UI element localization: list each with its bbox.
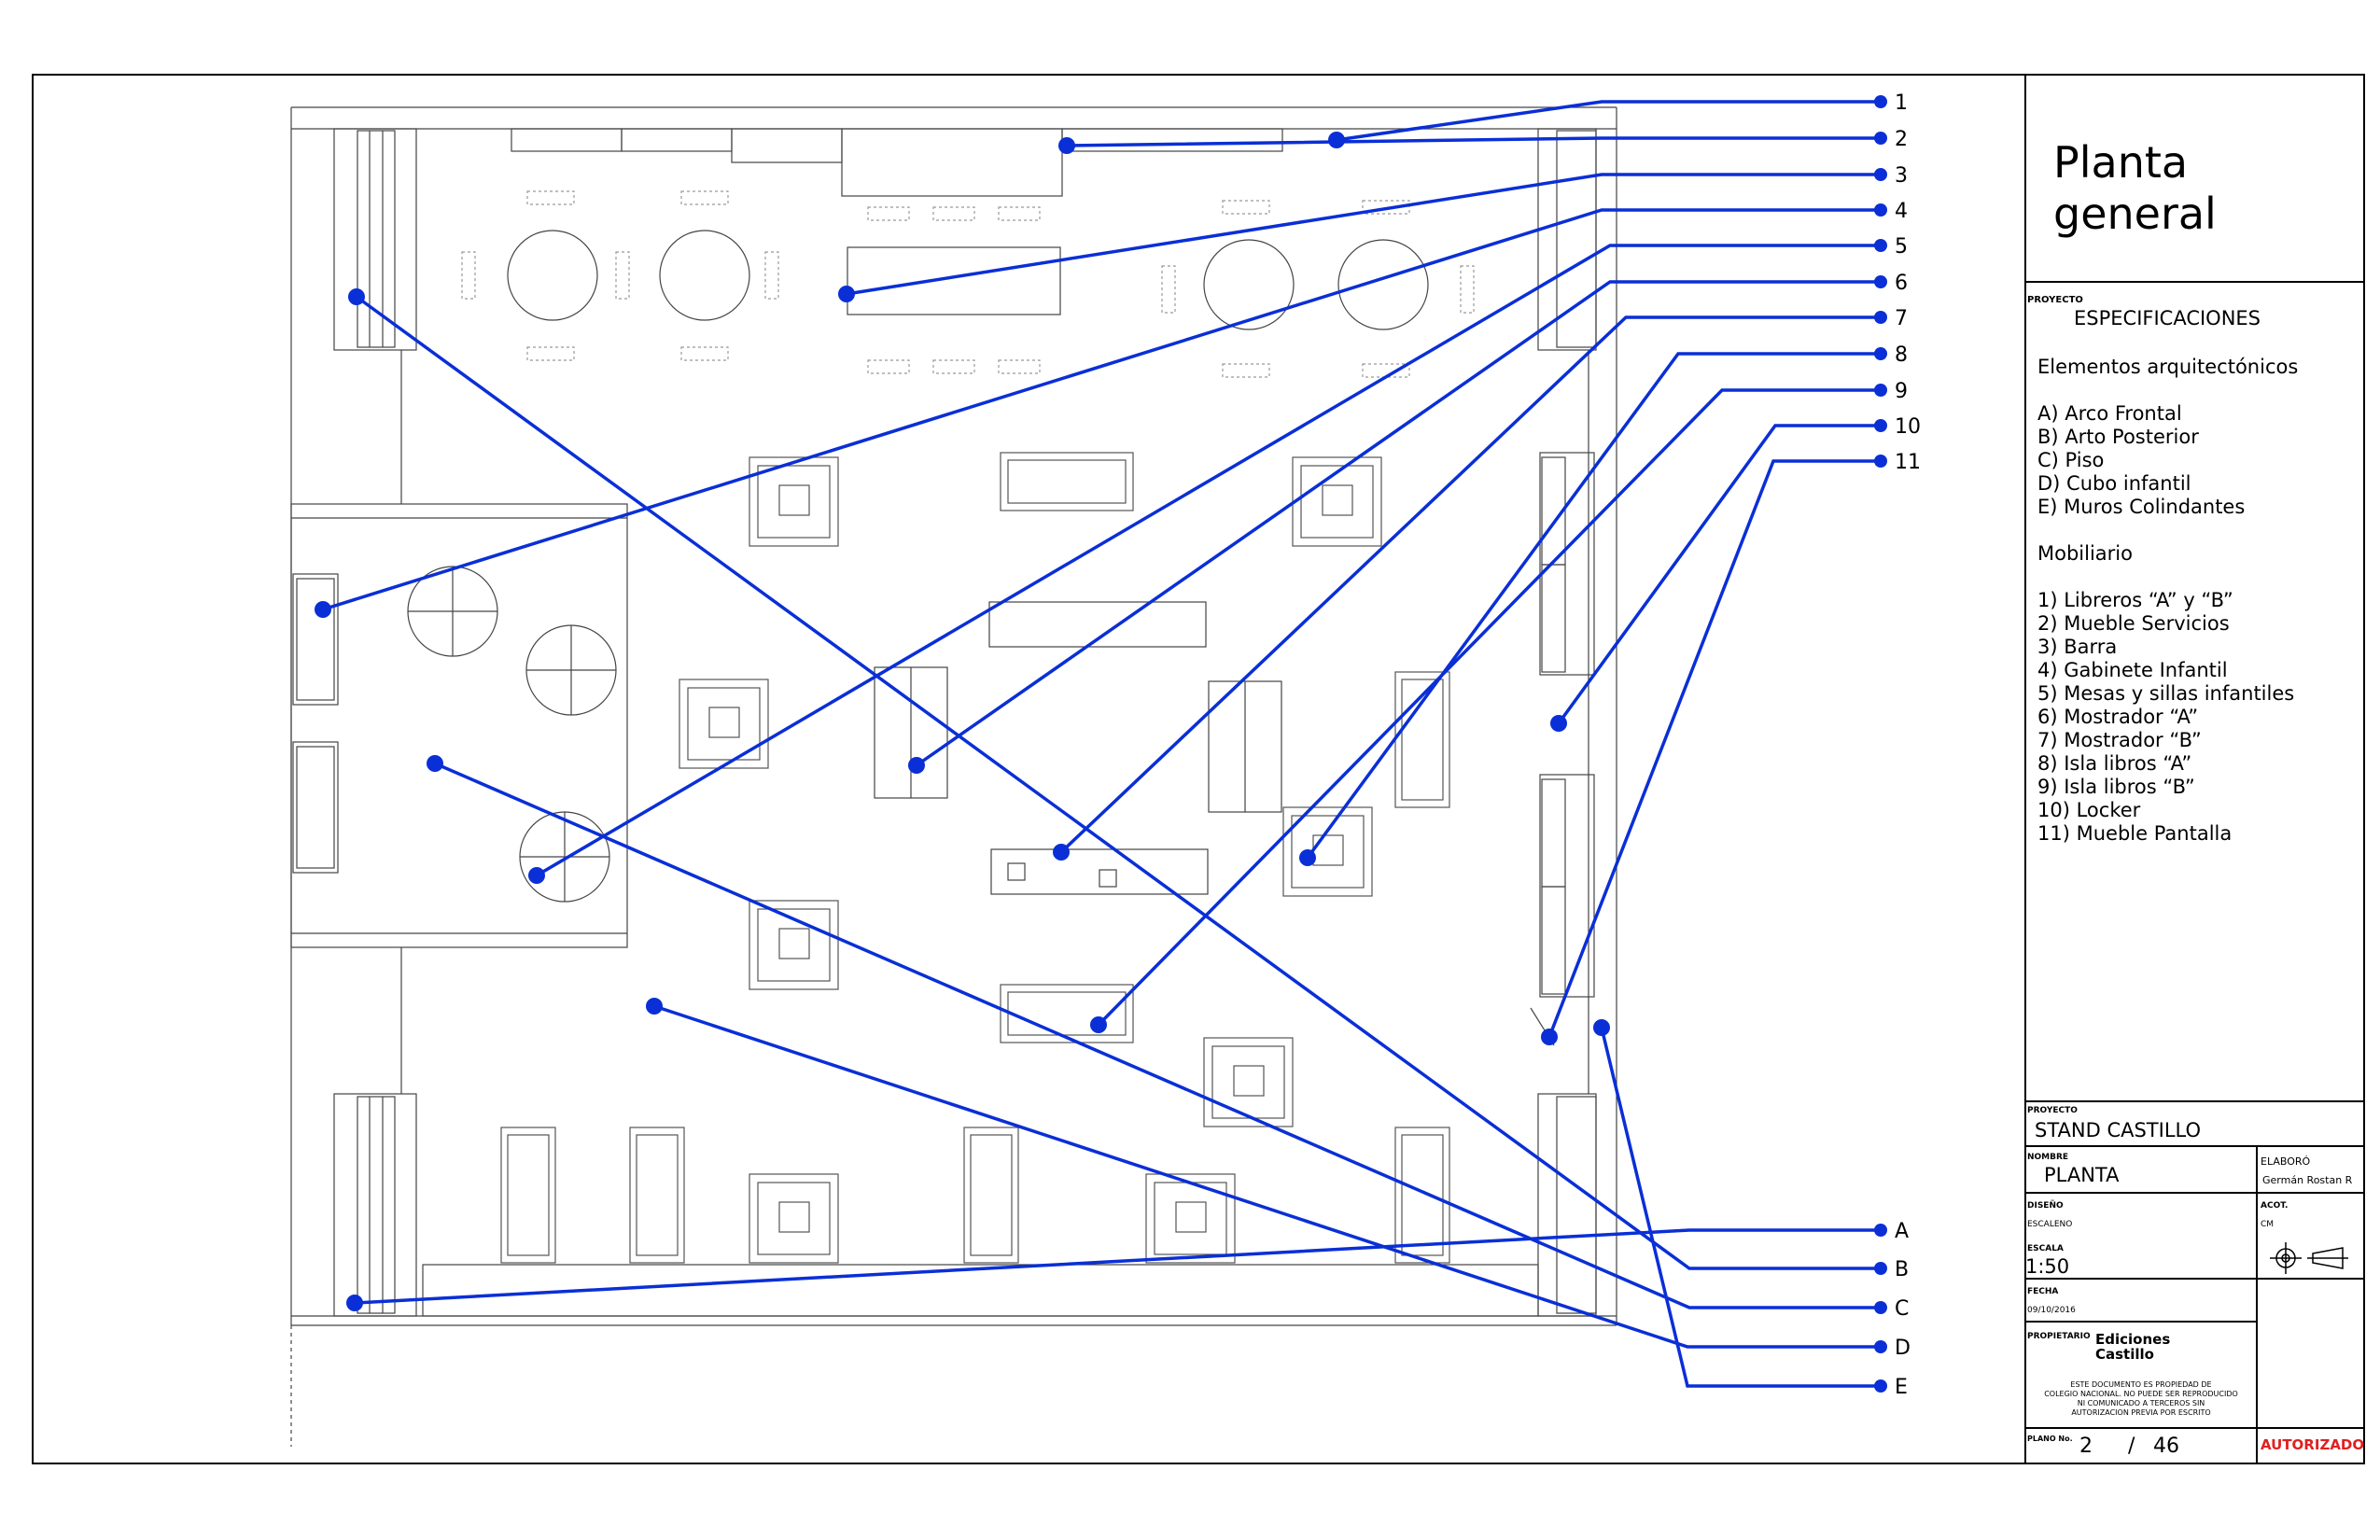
- mobiliario-item-3: 3) Barra: [2037, 636, 2117, 658]
- propietario-line2: Castillo: [2095, 1346, 2154, 1363]
- mobiliario-heading: Mobiliario: [2037, 542, 2133, 565]
- mobiliario-item-9: 9) Isla libros “B”: [2037, 776, 2195, 798]
- mobiliario-item-1: 1) Libreros “A” y “B”: [2037, 589, 2233, 611]
- elemento-c: C) Piso: [2037, 449, 2104, 471]
- callout-label-10: 10: [1895, 415, 1921, 439]
- callout-leader-5: [536, 244, 1881, 877]
- plano-sep: /: [2128, 1435, 2135, 1458]
- mobiliario-item-7: 7) Mostrador “B”: [2037, 729, 2202, 751]
- callout-leader-1: [1336, 100, 1881, 142]
- elemento-b: B) Arto Posterior: [2037, 426, 2199, 448]
- nombre-label: NOMBRE: [2027, 1153, 2068, 1162]
- disclaimer-line1: ESTE DOCUMENTO ES PROPIEDAD DE: [2070, 1380, 2211, 1389]
- acot-value: CM: [2261, 1220, 2274, 1229]
- callout-leader-3: [846, 173, 1881, 296]
- plano-total: 46: [2153, 1435, 2179, 1458]
- elaboro-value: Germán Rostan R: [2262, 1174, 2353, 1186]
- elaboro-label: ELABORÓ: [2261, 1155, 2311, 1168]
- callout-leader-11: [1547, 459, 1881, 1038]
- proyecto-label: PROYECTO: [2027, 295, 2083, 305]
- mobiliario-item-8: 8) Isla libros “A”: [2037, 752, 2191, 775]
- callout-label-6: 6: [1895, 272, 1908, 295]
- callout-leader-4: [322, 208, 1881, 611]
- elemento-e: E) Muros Colindantes: [2037, 496, 2245, 518]
- disclaimer-line3: NI COMUNICADO A TERCEROS SIN: [2078, 1399, 2205, 1407]
- nombre-value: PLANTA: [2044, 1164, 2120, 1186]
- callout-label-9: 9: [1895, 380, 1908, 403]
- callout-label-7: 7: [1895, 307, 1908, 330]
- diseno-label: DISEÑO: [2027, 1200, 2064, 1211]
- elementos-heading: Elementos arquitectónicos: [2037, 356, 2298, 378]
- floor-plan: [290, 106, 1617, 1447]
- title-block: Planta general PROYECTO ESPECIFICACIONES…: [2024, 75, 2364, 1463]
- callout-leader-E: [1600, 1027, 1881, 1388]
- escala-value: 1:50: [2025, 1255, 2069, 1278]
- callout-leader-8: [1306, 352, 1881, 860]
- callout-label-C: C: [1895, 1297, 1909, 1321]
- sheet-frame: [32, 74, 2365, 1464]
- proyecto-label-2: PROYECTO: [2027, 1106, 2078, 1115]
- mobiliario-item-11: 11) Mueble Pantalla: [2037, 822, 2232, 845]
- callout-label-2: 2: [1895, 128, 1908, 151]
- callout-label-D: D: [1895, 1337, 1911, 1360]
- autorizado-stamp: AUTORIZADO: [2261, 1436, 2364, 1453]
- sheet-title-line1: Planta: [2053, 137, 2188, 188]
- propietario-line1: Ediciones: [2095, 1331, 2170, 1348]
- mobiliario-item-6: 6) Mostrador “A”: [2037, 706, 2198, 728]
- callout-label-11: 11: [1895, 451, 1921, 474]
- callout-leader-C: [434, 762, 1881, 1309]
- fecha-value: 09/10/2016: [2027, 1306, 2076, 1315]
- plano-label: PLANO No.: [2027, 1435, 2073, 1443]
- callout-label-8: 8: [1895, 343, 1908, 367]
- callout-leader-B: [355, 295, 1881, 1270]
- callout-label-1: 1: [1895, 91, 1908, 115]
- callout-dots: [315, 95, 1887, 1393]
- elemento-d: D) Cubo infantil: [2037, 472, 2191, 495]
- especificaciones-heading: ESPECIFICACIONES: [2074, 307, 2261, 329]
- callout-label-4: 4: [1895, 200, 1908, 223]
- mobiliario-item-5: 5) Mesas y sillas infantiles: [2037, 682, 2294, 705]
- disclaimer-line2: COLEGIO NACIONAL. NO PUEDE SER REPRODUCI…: [2044, 1390, 2238, 1398]
- callout-label-5: 5: [1895, 235, 1908, 259]
- fecha-label: FECHA: [2027, 1287, 2058, 1296]
- callout-leader-10: [1557, 424, 1881, 725]
- callout-leaders: [322, 100, 1881, 1388]
- callout-leader-9: [1097, 388, 1881, 1027]
- callout-label-A: A: [1895, 1220, 1909, 1243]
- callout-label-E: E: [1895, 1376, 1908, 1399]
- projection-symbol-icon: [2270, 1242, 2348, 1274]
- sheet-title-line2: general: [2053, 189, 2217, 239]
- callout-leader-D: [653, 1004, 1881, 1349]
- callout-label-3: 3: [1895, 164, 1908, 188]
- callout-leader-7: [1059, 315, 1881, 854]
- plano-num: 2: [2079, 1435, 2093, 1458]
- callout-label-B: B: [1895, 1258, 1909, 1281]
- proyecto-name: STAND CASTILLO: [2035, 1119, 2201, 1141]
- escala-label: ESCALA: [2027, 1244, 2064, 1253]
- mobiliario-item-4: 4) Gabinete Infantil: [2037, 659, 2228, 681]
- callout-leader-6: [915, 280, 1881, 767]
- acot-label: ACOT.: [2261, 1201, 2288, 1211]
- elemento-a: A) Arco Frontal: [2037, 402, 2182, 425]
- mobiliario-item-2: 2) Mueble Servicios: [2037, 612, 2230, 635]
- propietario-label: PROPIETARIO: [2027, 1332, 2091, 1341]
- diseno-value: ESCALENO: [2027, 1220, 2072, 1229]
- mobiliario-item-10: 10) Locker: [2037, 799, 2141, 821]
- disclaimer-line4: AUTORIZACION PREVIA POR ESCRITO: [2071, 1408, 2210, 1417]
- callout-leader-A: [354, 1228, 1881, 1305]
- callout-leader-2: [1066, 136, 1881, 147]
